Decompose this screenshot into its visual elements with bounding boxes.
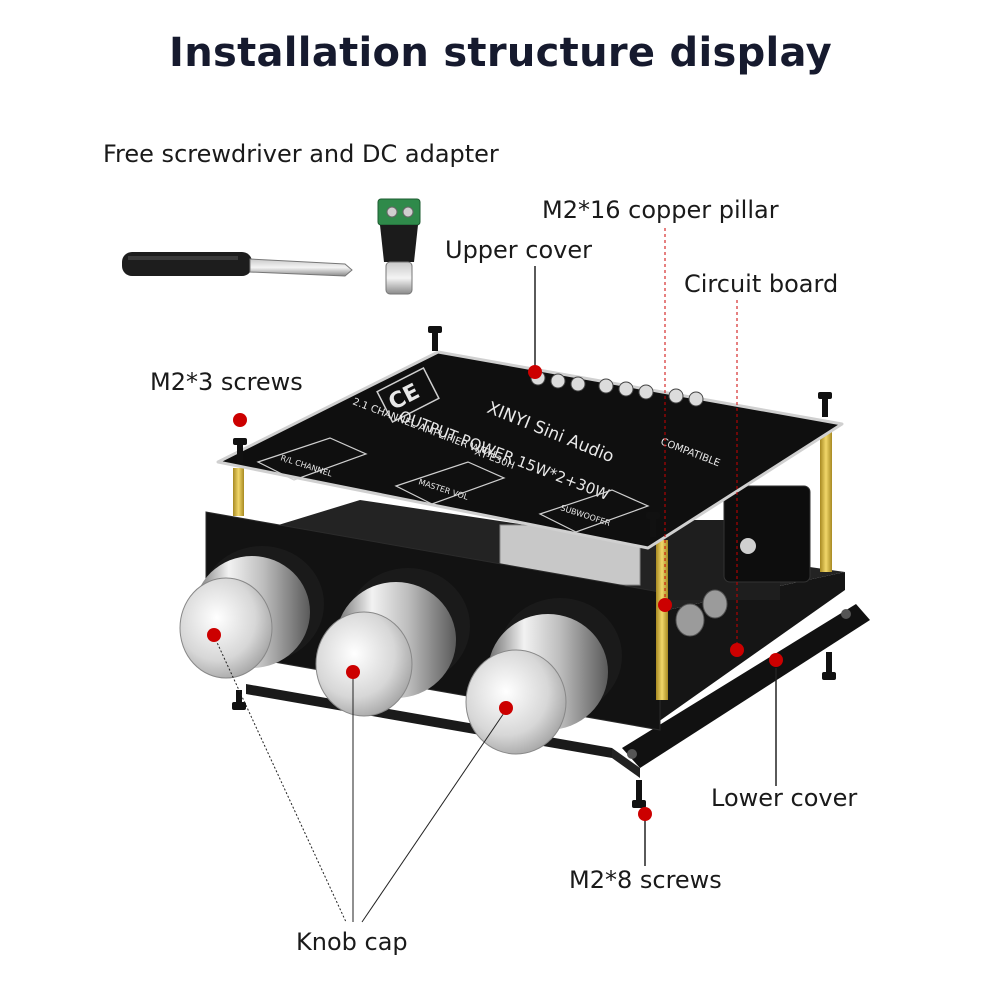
knob-cap-label: Knob cap — [296, 928, 408, 956]
accessories-label: Free screwdriver and DC adapter — [103, 140, 499, 168]
copper-pillars — [233, 422, 832, 700]
copper-pillar-label: M2*16 copper pillar — [542, 196, 779, 224]
marker-upper-cover — [528, 365, 542, 379]
knob-left — [179, 546, 324, 679]
leader-lines — [213, 228, 777, 923]
page-title: Installation structure display — [169, 30, 832, 76]
marker-m2x3 — [233, 413, 247, 427]
marker-dots — [207, 365, 783, 821]
m2x3-screws-label: M2*3 screws — [150, 368, 303, 396]
knob-right — [465, 598, 622, 755]
marker-m2x8 — [638, 807, 652, 821]
marker-knob-left — [207, 628, 221, 642]
screwdriver — [122, 252, 353, 277]
lower-cover-label: Lower cover — [711, 784, 858, 812]
circuit-board-label: Circuit board — [684, 270, 839, 298]
top-screws — [233, 326, 832, 537]
m2x8-screws-label: M2*8 screws — [569, 866, 722, 894]
bottom-screws — [232, 652, 836, 808]
marker-circuit-board — [730, 643, 744, 657]
marker-lower-cover — [769, 653, 783, 667]
marker-knob-middle — [346, 665, 360, 679]
upper-cover: CE XINYI Sini Audio 2.1 CHANNEL AMPLIFIE… — [216, 350, 844, 550]
dc-adapter — [377, 198, 421, 295]
upper-cover-label: Upper cover — [445, 236, 593, 264]
marker-copper-pillar — [658, 598, 672, 612]
knob-middle — [315, 568, 470, 717]
marker-knob-right — [499, 701, 513, 715]
